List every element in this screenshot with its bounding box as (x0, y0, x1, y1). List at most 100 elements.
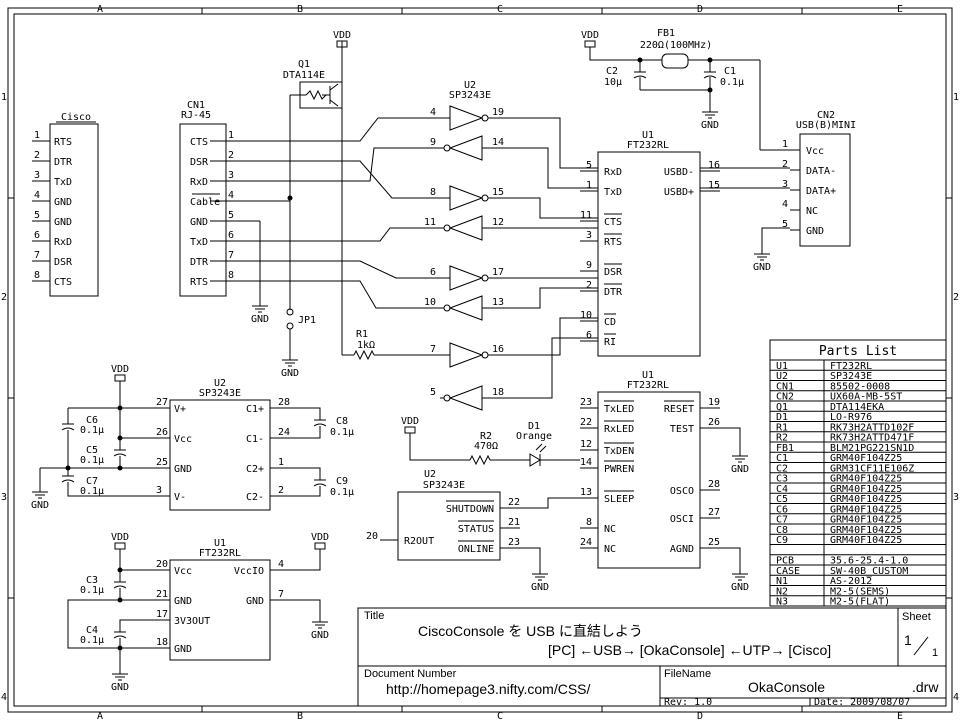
sheet-number: 1 (904, 632, 912, 648)
pin-name: DSR (190, 157, 209, 168)
pin-number: 2 (34, 150, 40, 161)
row-label: 3 (953, 492, 959, 503)
c6-value: 0.1μ (80, 425, 104, 436)
pin-number: 17 (492, 267, 504, 278)
part-number: RK73H2ATTD471F (830, 433, 914, 444)
pin-number: 24 (580, 537, 592, 548)
part-number: FT232RL (830, 361, 872, 372)
signal-wires (226, 117, 599, 399)
pin-number: 20 (156, 559, 168, 570)
pin-number: 4 (430, 107, 436, 118)
pin-number: 6 (228, 230, 234, 241)
pin-name: RTS (54, 137, 72, 148)
pin-number: 8 (228, 270, 234, 281)
u1-main: U1 FT232RL 5RxD1TxD11CTS3RTS9DSR2DTR10CD… (580, 130, 720, 357)
inverter-symbol (448, 135, 483, 161)
u2m-type: SP3243E (423, 480, 465, 491)
title-label: Title (364, 610, 384, 622)
part-ref: CASE (776, 566, 800, 577)
part-ref: CN2 (776, 392, 794, 403)
row-label: 1 (1, 92, 7, 103)
pin-name: Vcc (174, 566, 192, 577)
pin-name: DSR (604, 267, 623, 278)
col-label: B (297, 711, 303, 720)
pin-name: RxD (190, 177, 208, 188)
c3-ref: C3 (86, 575, 98, 586)
pin-number: 23 (580, 397, 592, 408)
pin-number: 5 (228, 210, 234, 221)
pin-name: GND (174, 464, 192, 475)
gnd-label: GND (251, 314, 269, 325)
pin-number: 24 (278, 427, 290, 438)
pin-number: 10 (424, 297, 436, 308)
date: Date: 2009/08/07 (814, 697, 910, 708)
pin-number: 1 (782, 139, 788, 150)
pin-name: PWREN (604, 464, 634, 475)
pin-name: DATA+ (806, 186, 836, 197)
pin-number: 26 (708, 417, 720, 428)
part-number: GRM40F104Z25 (830, 474, 902, 485)
part-ref: CN1 (776, 381, 794, 392)
fb1-ref: FB1 (657, 28, 675, 39)
pin-number: 1 (34, 130, 40, 141)
part-ref: U1 (776, 361, 788, 372)
pin-name: RxLED (604, 424, 634, 435)
pin-name: TxD (604, 187, 622, 198)
c8-value: 0.1μ (330, 427, 354, 438)
pin-number: 4 (278, 559, 284, 570)
part-number: 85502-0008 (830, 381, 890, 392)
file-label: FileName (664, 668, 711, 680)
part-number: LO-R976 (830, 412, 872, 423)
part-ref: C6 (776, 504, 788, 515)
part-ref: N2 (776, 586, 788, 597)
pin-name: TxD (190, 237, 208, 248)
pin-name: RTS (604, 237, 622, 248)
pin-name: RxD (54, 237, 72, 248)
pin-name: CTS (604, 217, 622, 228)
c9-ref: C9 (336, 476, 348, 487)
part-ref: C7 (776, 515, 788, 526)
pin-name: VccIO (234, 566, 264, 577)
r2-d1: R2 470Ω D1 Orange (409, 421, 580, 467)
pin-number: 5 (34, 210, 40, 221)
part-ref: C2 (776, 463, 788, 474)
pin-number: 3 (34, 170, 40, 181)
part-ref: C5 (776, 494, 788, 505)
part-number: SP3243E (830, 371, 872, 382)
pin-name: NC (604, 524, 616, 535)
fb1-filter: FB1 220Ω(100MHz) C2 10μ C1 0.1μ (589, 28, 790, 151)
pin-number: 19 (492, 107, 504, 118)
pin-name: CTS (190, 137, 208, 148)
cn1-connector: CN1 RJ-45 1CTS2DSR3RxD4Cable5GND6TxD7DTR… (179, 100, 234, 297)
r2-ref: R2 (480, 431, 492, 442)
pin-name: DTR (54, 157, 73, 168)
pin-name: NC (604, 544, 616, 555)
pin-number: 27 (708, 507, 720, 518)
pin-number: 18 (492, 387, 504, 398)
pin-name: OSCO (670, 486, 694, 497)
vdd-label: VDD (311, 532, 329, 543)
d1-value: Orange (516, 431, 552, 442)
inverter-symbol (448, 215, 483, 241)
part-number: GRM40F104Z25 (830, 484, 902, 495)
vdd-flag (114, 542, 126, 550)
inverter-symbol (448, 295, 483, 321)
d1-ref: D1 (528, 421, 540, 432)
doc-value: http://homepage3.nifty.com/CSS/ (386, 681, 591, 697)
pin-number: 7 (228, 250, 234, 261)
cn2-type: USB(B)MINI (796, 120, 856, 131)
pin-number: 19 (708, 397, 720, 408)
pin-name: Cable (190, 197, 220, 208)
parts-list-title: Parts List (819, 344, 897, 359)
inverter-symbol (449, 342, 484, 368)
pin-number: 13 (580, 487, 592, 498)
pin-name: USBD+ (664, 187, 694, 198)
pin-name: NC (806, 206, 818, 217)
pin-number: 5 (586, 160, 592, 171)
pin-name: GND (54, 217, 72, 228)
